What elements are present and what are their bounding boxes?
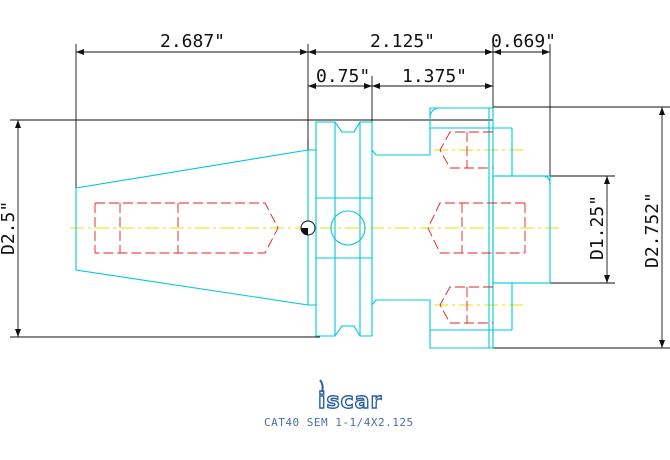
logo-swoosh-icon (319, 379, 324, 393)
part-number-caption: CAT40 SEM 1-1/4X2.125 (264, 416, 414, 429)
dim-bore-diameter: D1.25" (587, 195, 608, 260)
dim-body-diameter: D2.752" (642, 192, 663, 268)
dim-left-diameter: D2.5" (0, 201, 19, 255)
iscar-logo: iscar (317, 379, 382, 415)
dim-flange-width: 0.75" (316, 66, 370, 87)
dimension-lines (10, 44, 670, 349)
tool-outline (75, 107, 551, 349)
dim-neck-length: 1.375" (402, 66, 467, 87)
dim-top-left: 2.687" (160, 31, 225, 52)
hidden-lines (94, 131, 526, 324)
gauge-point (300, 220, 316, 236)
dim-top-mid: 2.125" (370, 31, 435, 52)
brand-logo-text: iscar (318, 389, 382, 414)
dim-top-right: 0.669" (491, 31, 556, 52)
dimension-arrows (15, 49, 665, 348)
